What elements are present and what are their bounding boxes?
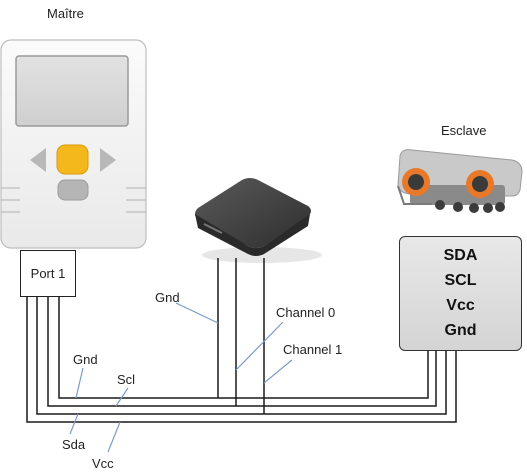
pin-gnd: Gnd	[444, 322, 477, 339]
slave-title: Esclave	[441, 123, 487, 138]
port-label: Port 1	[30, 266, 66, 281]
brick-screen	[15, 55, 129, 127]
hub-device	[195, 178, 322, 263]
channel-0-label: Channel 0	[276, 305, 336, 320]
center-button	[56, 144, 89, 175]
wire-gnd	[58, 258, 429, 399]
port-box: Port 1	[20, 250, 76, 297]
hub-gnd-label: Gnd	[155, 290, 180, 305]
wire-scl-label: Scl	[117, 372, 136, 387]
wire-sda-label: Sda	[62, 437, 86, 452]
right-arrow-icon	[100, 148, 116, 172]
back-button	[57, 179, 89, 201]
left-arrow-icon	[30, 148, 46, 172]
wire-vcc	[26, 297, 457, 423]
master-title: Maître	[47, 6, 84, 21]
wire-sda	[36, 258, 447, 415]
slave-pin-box: SDA SCL Vcc Gnd	[399, 236, 522, 351]
pin-sda: SDA	[443, 247, 478, 264]
pin-scl: SCL	[444, 272, 477, 289]
wire-vcc-label: Vcc	[92, 456, 114, 471]
wire-gnd-label: Gnd	[73, 352, 98, 367]
channel-1-label: Channel 1	[283, 342, 343, 357]
leader-lines	[69, 302, 293, 453]
master-brick	[0, 39, 147, 249]
wire-scl	[47, 258, 437, 407]
pin-vcc: Vcc	[446, 297, 475, 314]
ultrasonic-sensor	[397, 149, 523, 213]
